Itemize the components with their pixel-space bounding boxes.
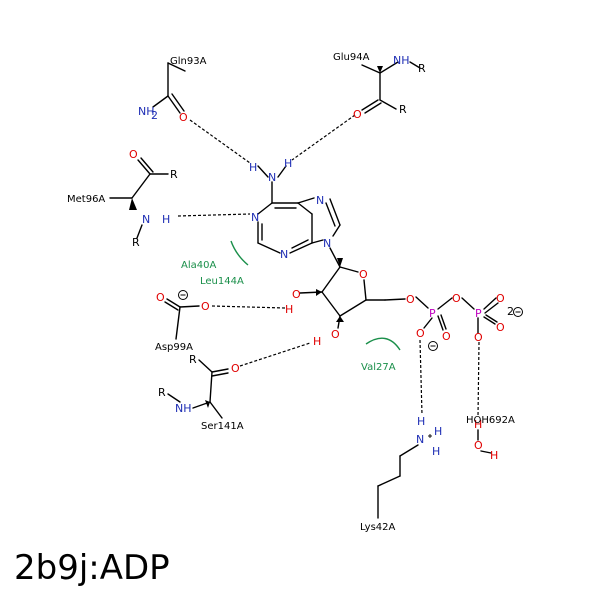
met96-r2-label: R	[132, 236, 140, 249]
residue-lys42: Lys42A	[360, 522, 396, 533]
hydrogen-bonds	[177, 114, 480, 418]
positive-charge-icon	[428, 434, 432, 438]
amine-n-label: N	[268, 171, 276, 184]
page-title: 2b9j:ADP	[14, 548, 170, 588]
hydrophobic-leu144: Leu144A	[200, 276, 244, 287]
residue-met96: Met96A	[67, 194, 105, 205]
stereo-wedges	[129, 66, 383, 408]
atom-labels: NH 2 O NH R O R O R N H R N H H N N N N …	[129, 54, 514, 462]
ribose-h2-label: H	[285, 303, 293, 316]
purine-n9-label: N	[323, 237, 331, 250]
glu94-nh-label: NH	[393, 54, 410, 67]
pb-o1-label: O	[496, 292, 505, 305]
lys42-h1-label: H	[417, 415, 425, 428]
met96-o-label: O	[129, 148, 138, 161]
ser141-o-label: O	[231, 362, 240, 375]
pa-label: P	[429, 307, 436, 320]
met96-h-label: H	[162, 213, 170, 226]
amine-h1-label: H	[249, 161, 257, 174]
gln93-o-label: O	[179, 111, 188, 124]
pa-o1-label: O	[416, 327, 425, 340]
ser141-r1-label: R	[189, 353, 197, 366]
gln93-nh2-sub: 2	[151, 109, 158, 122]
ribose-o2-label: O	[292, 288, 301, 301]
gln93-nh2-label: NH	[138, 105, 155, 118]
hydrophobic-arcs	[230, 240, 401, 351]
pb-o3-label: O	[474, 331, 483, 344]
glu94-r1-label: R	[418, 62, 426, 75]
amine-h2-label: H	[284, 157, 292, 170]
met96-r1-label: R	[170, 168, 178, 181]
met96-n-label: N	[142, 213, 150, 226]
glu94-o-label: O	[353, 108, 362, 121]
residue-glu94: Glu94A	[333, 52, 370, 63]
lys42-n-label: N	[416, 433, 424, 446]
residue-labels: Gln93A Glu94A Met96A Asp99A Ser141A Lys4…	[67, 52, 515, 533]
hoh-h1-label: H	[474, 418, 482, 431]
asp99-o1-label: O	[156, 291, 165, 304]
negative-charge-icons	[178, 290, 523, 351]
hoh-o-label: O	[474, 439, 483, 452]
lys42-h2-label: H	[434, 425, 442, 438]
residue-asp99: Asp99A	[155, 342, 193, 353]
hoh-h2-label: H	[490, 449, 498, 462]
ribose-o5-label: O	[406, 293, 415, 306]
ser141-nh-label: NH	[175, 402, 192, 415]
pb-label: P	[475, 307, 482, 320]
bond-lines	[109, 61, 499, 519]
lys42-h3-label: H	[432, 445, 440, 458]
residue-gln93: Gln93A	[170, 56, 207, 67]
hydrophobic-ala40: Ala40A	[181, 260, 216, 271]
residue-hoh692: HOH692A	[466, 415, 515, 426]
pa-o2-label: O	[442, 330, 451, 343]
pa-o-bridge-label: O	[452, 292, 461, 305]
glu94-r2-label: R	[399, 103, 407, 116]
pb-charge-label: 2	[507, 305, 514, 318]
residue-ser141: Ser141A	[201, 421, 244, 432]
ribose-h3-label: H	[313, 335, 321, 348]
ser141-r2-label: R	[158, 386, 166, 399]
ribose-o4-label: O	[359, 268, 368, 281]
purine-n1-label: N	[251, 211, 259, 224]
purine-n3-label: N	[280, 248, 288, 261]
purine-n7-label: N	[316, 194, 324, 207]
ribose-o3-label: O	[331, 328, 340, 341]
hydrophobic-labels: Ala40A Leu144A Val27A	[181, 260, 396, 373]
pb-o2-label: O	[496, 321, 505, 334]
asp99-o2-label: O	[201, 300, 210, 313]
hydrophobic-val27: Val27A	[361, 362, 396, 373]
